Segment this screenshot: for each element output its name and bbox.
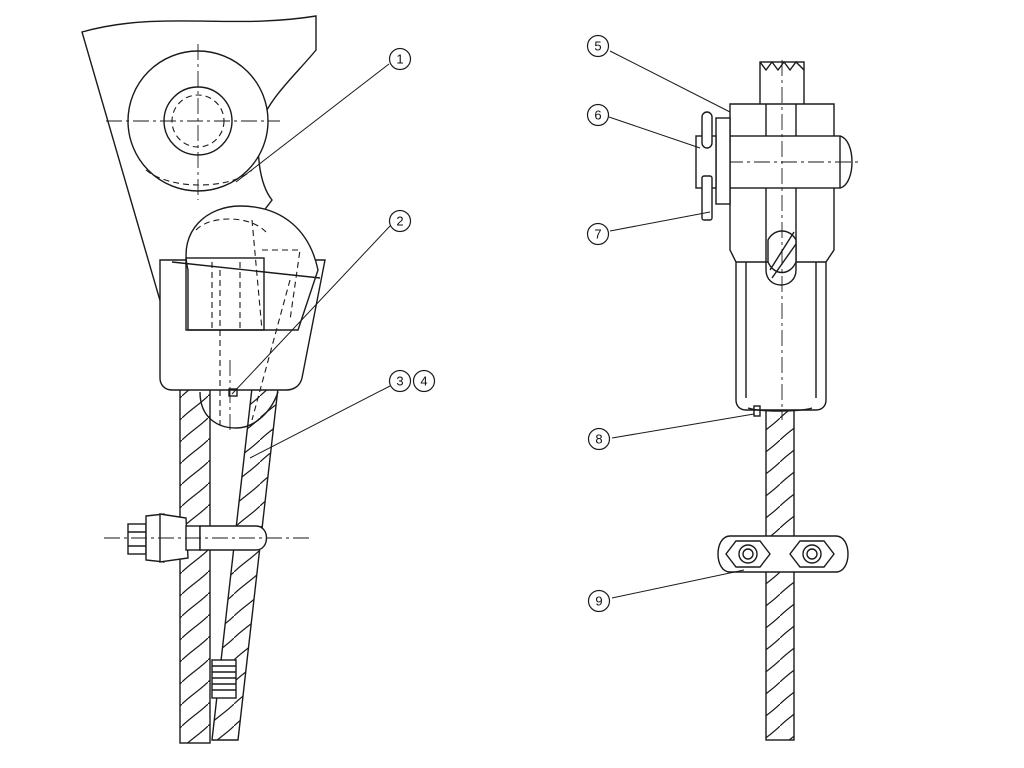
callout-3: 3 [388, 369, 412, 393]
callout-1: 1 [388, 47, 412, 71]
callout-7-label: 7 [594, 227, 601, 242]
rope-tail [211, 659, 237, 699]
left-view [81, 15, 326, 744]
callout-9-label: 9 [595, 594, 602, 609]
right-view [695, 60, 860, 741]
callout-6-label: 6 [594, 108, 601, 123]
washer [715, 117, 731, 205]
callout-7: 7 [586, 222, 610, 246]
callout-2: 2 [388, 209, 412, 233]
callout-1-label: 1 [396, 52, 403, 67]
thimble [199, 391, 279, 429]
callout-5-label: 5 [594, 39, 601, 54]
socket-eye [185, 205, 319, 331]
callout-8-label: 8 [595, 432, 602, 447]
rope-front [765, 409, 795, 741]
wedge-pin-2 [228, 388, 238, 397]
clevis-pin [700, 135, 860, 189]
cotter-pin [701, 111, 713, 221]
bottom-pin [747, 405, 813, 417]
callout-2-label: 2 [396, 214, 403, 229]
callout-4-label: 4 [420, 374, 427, 389]
callout-6: 6 [586, 103, 610, 127]
clamp-bolt [127, 513, 268, 563]
callout-8: 8 [587, 427, 611, 451]
callout-4: 4 [412, 369, 436, 393]
callout-5: 5 [586, 34, 610, 58]
rope-main [179, 384, 211, 744]
rope-clamp [717, 535, 849, 573]
callout-9: 9 [587, 589, 611, 613]
leader-lines [231, 50, 755, 599]
callout-3-label: 3 [396, 374, 403, 389]
